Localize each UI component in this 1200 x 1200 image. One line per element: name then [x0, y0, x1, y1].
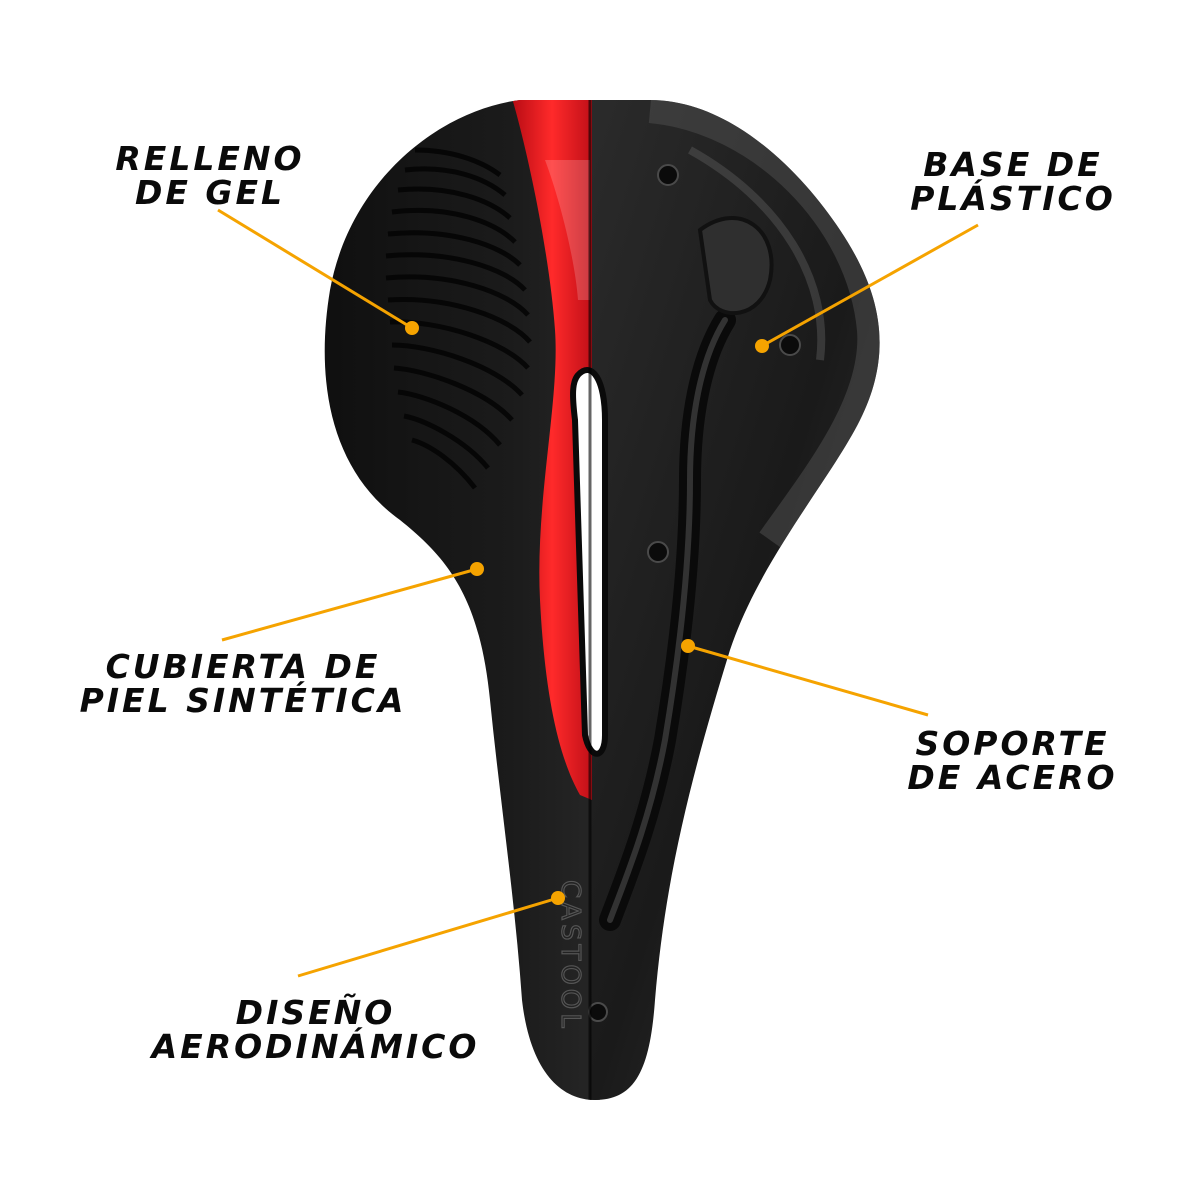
label-plastic-line2: PLÁSTICO	[910, 179, 1116, 218]
label-aerodynamic-design: DISEÑO AERODINÁMICO	[128, 996, 503, 1064]
red-accent-stripe	[512, 100, 592, 800]
brand-logo-text: CASTOOL	[555, 880, 585, 1032]
gel-texture	[385, 147, 532, 490]
label-steel-line2: DE ACERO	[907, 758, 1118, 797]
label-aero-line1: DISEÑO	[235, 993, 396, 1032]
label-gel-line1: RELLENO	[115, 139, 305, 178]
label-aero-line2: AERODINÁMICO	[151, 1027, 480, 1066]
leader-line-aero	[297, 896, 559, 978]
label-synthetic-leather-cover: CUBIERTA DE PIEL SINTÉTICA	[58, 650, 428, 718]
label-steel-line1: SOPORTE	[915, 724, 1110, 763]
mount-screws	[588, 164, 801, 1022]
leader-dots	[405, 321, 769, 905]
label-plastic-base: BASE DE PLÁSTICO	[888, 148, 1138, 216]
label-gel-line2: DE GEL	[134, 173, 286, 212]
leader-lines	[217, 208, 979, 978]
label-plastic-line1: BASE DE	[923, 145, 1103, 184]
label-cover-line2: PIEL SINTÉTICA	[79, 681, 407, 720]
leader-line-gel	[217, 208, 413, 330]
leader-line-plastic	[761, 223, 979, 348]
leader-line-steel	[687, 644, 929, 717]
label-cover-line1: CUBIERTA DE	[105, 647, 381, 686]
label-gel-padding: RELLENO DE GEL	[100, 142, 320, 210]
leader-line-cover	[221, 567, 478, 642]
saddle-body	[324, 100, 880, 1100]
label-steel-support: SOPORTE DE ACERO	[885, 727, 1140, 795]
